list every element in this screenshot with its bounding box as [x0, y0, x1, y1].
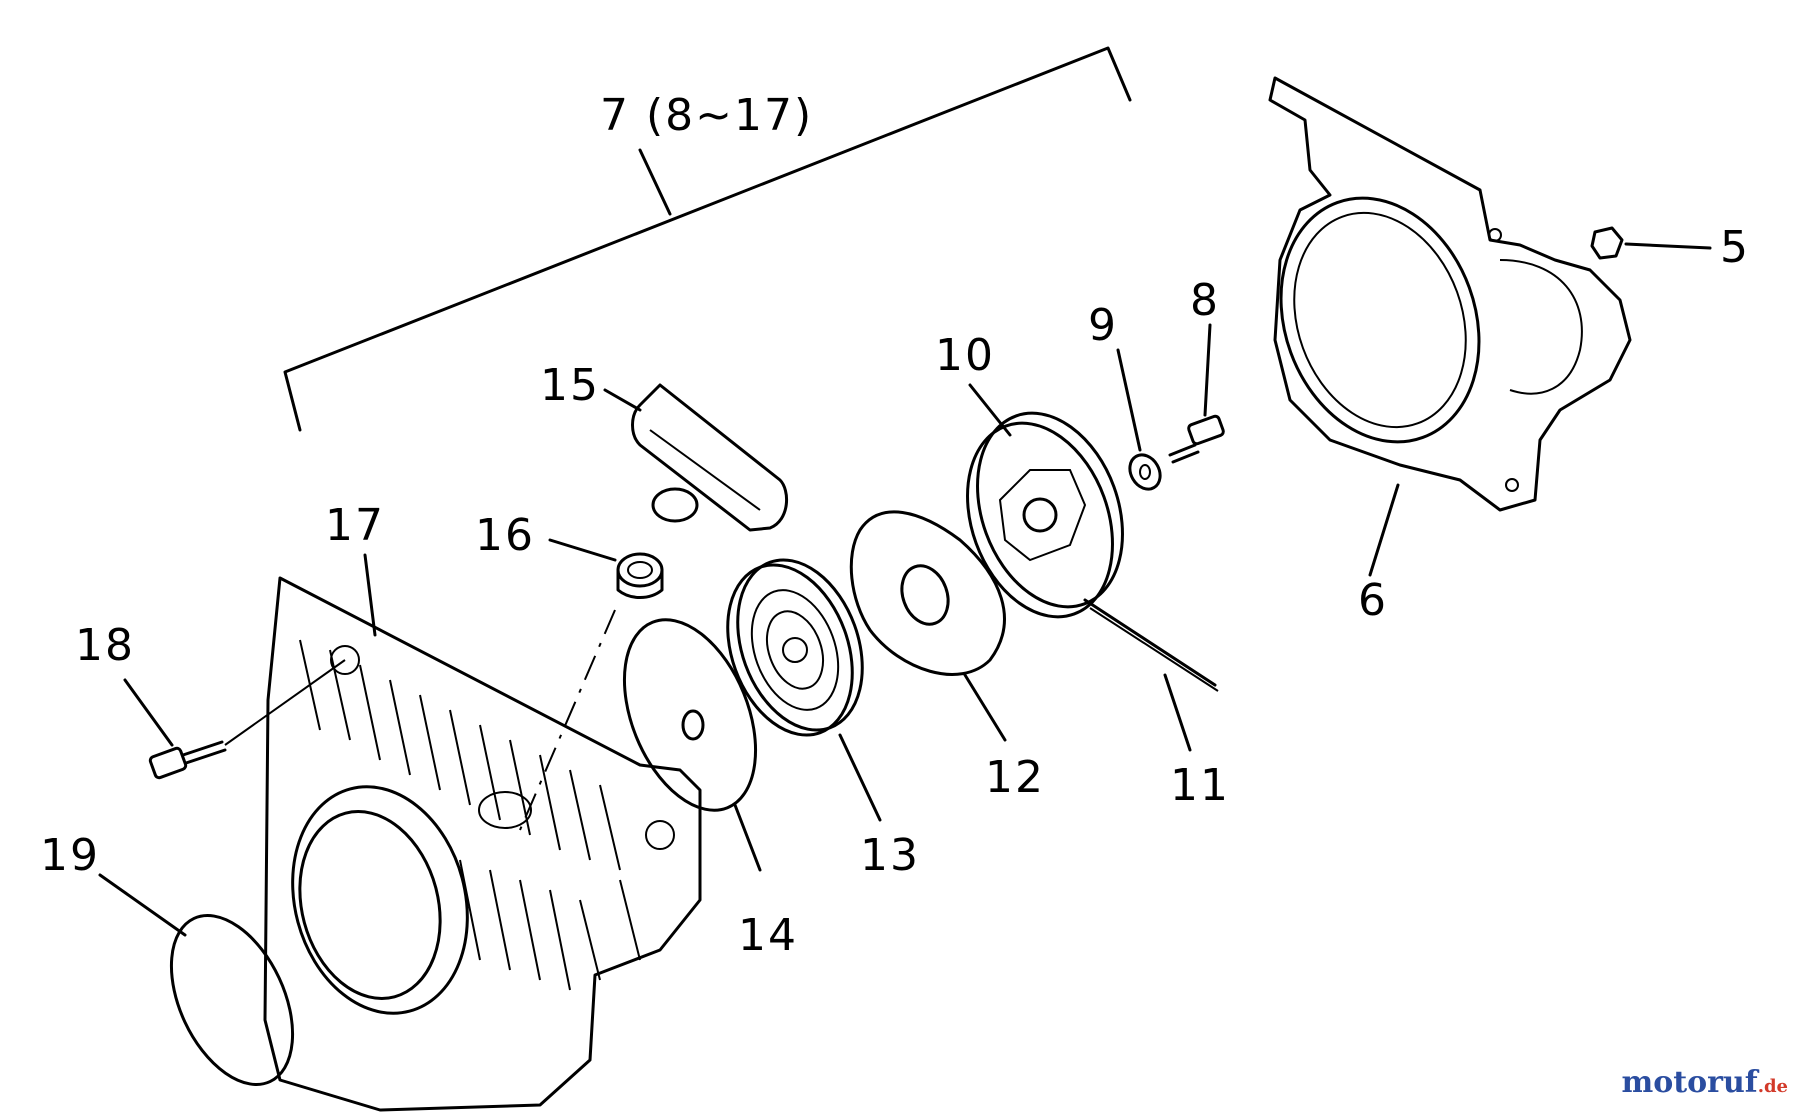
watermark: motoruf.de [1622, 1065, 1788, 1100]
bolt-part-8: 8 [1168, 275, 1225, 464]
bolt-part-18: 18 [75, 620, 346, 780]
washer-part: 9 [1088, 300, 1162, 491]
part-label-18: 18 [75, 620, 135, 671]
starter-handle-part: 15 [540, 360, 789, 532]
part-label-8: 8 [1190, 275, 1220, 326]
assembly-bracket: 7 (8~17) [283, 46, 1132, 432]
spring-case-part: 13 [726, 558, 920, 881]
part-label-15: 15 [540, 360, 600, 411]
part-label-17: 17 [325, 500, 385, 551]
plate-part-12: 12 [849, 510, 1045, 803]
cover-grille [299, 639, 641, 991]
blower-housing-part: 6 [1268, 76, 1632, 626]
part-label-11: 11 [1170, 760, 1230, 811]
plate-part-14: 14 [622, 618, 798, 961]
grommet-part: 16 [475, 510, 664, 831]
part-label-14: 14 [738, 910, 798, 961]
starter-cover-part: 17 [263, 500, 702, 1112]
pulley-part: 10 [935, 330, 1124, 619]
part-label-6: 6 [1358, 575, 1388, 626]
rope-part: 11 [1083, 598, 1230, 811]
part-label-9: 9 [1088, 300, 1118, 351]
part-label-13: 13 [860, 830, 920, 881]
part-label-10: 10 [935, 330, 995, 381]
o-ring-part: 19 [40, 830, 295, 1086]
part-label-5: 5 [1720, 222, 1750, 273]
part-label-12: 12 [985, 752, 1045, 803]
assembly-label: 7 (8~17) [600, 90, 813, 141]
watermark-main-text: motoruf [1621, 1065, 1758, 1100]
part-label-19: 19 [40, 830, 100, 881]
nut-part: 5 [1590, 222, 1750, 273]
watermark-domain-text: .de [1757, 1076, 1788, 1097]
part-label-16: 16 [475, 510, 535, 561]
